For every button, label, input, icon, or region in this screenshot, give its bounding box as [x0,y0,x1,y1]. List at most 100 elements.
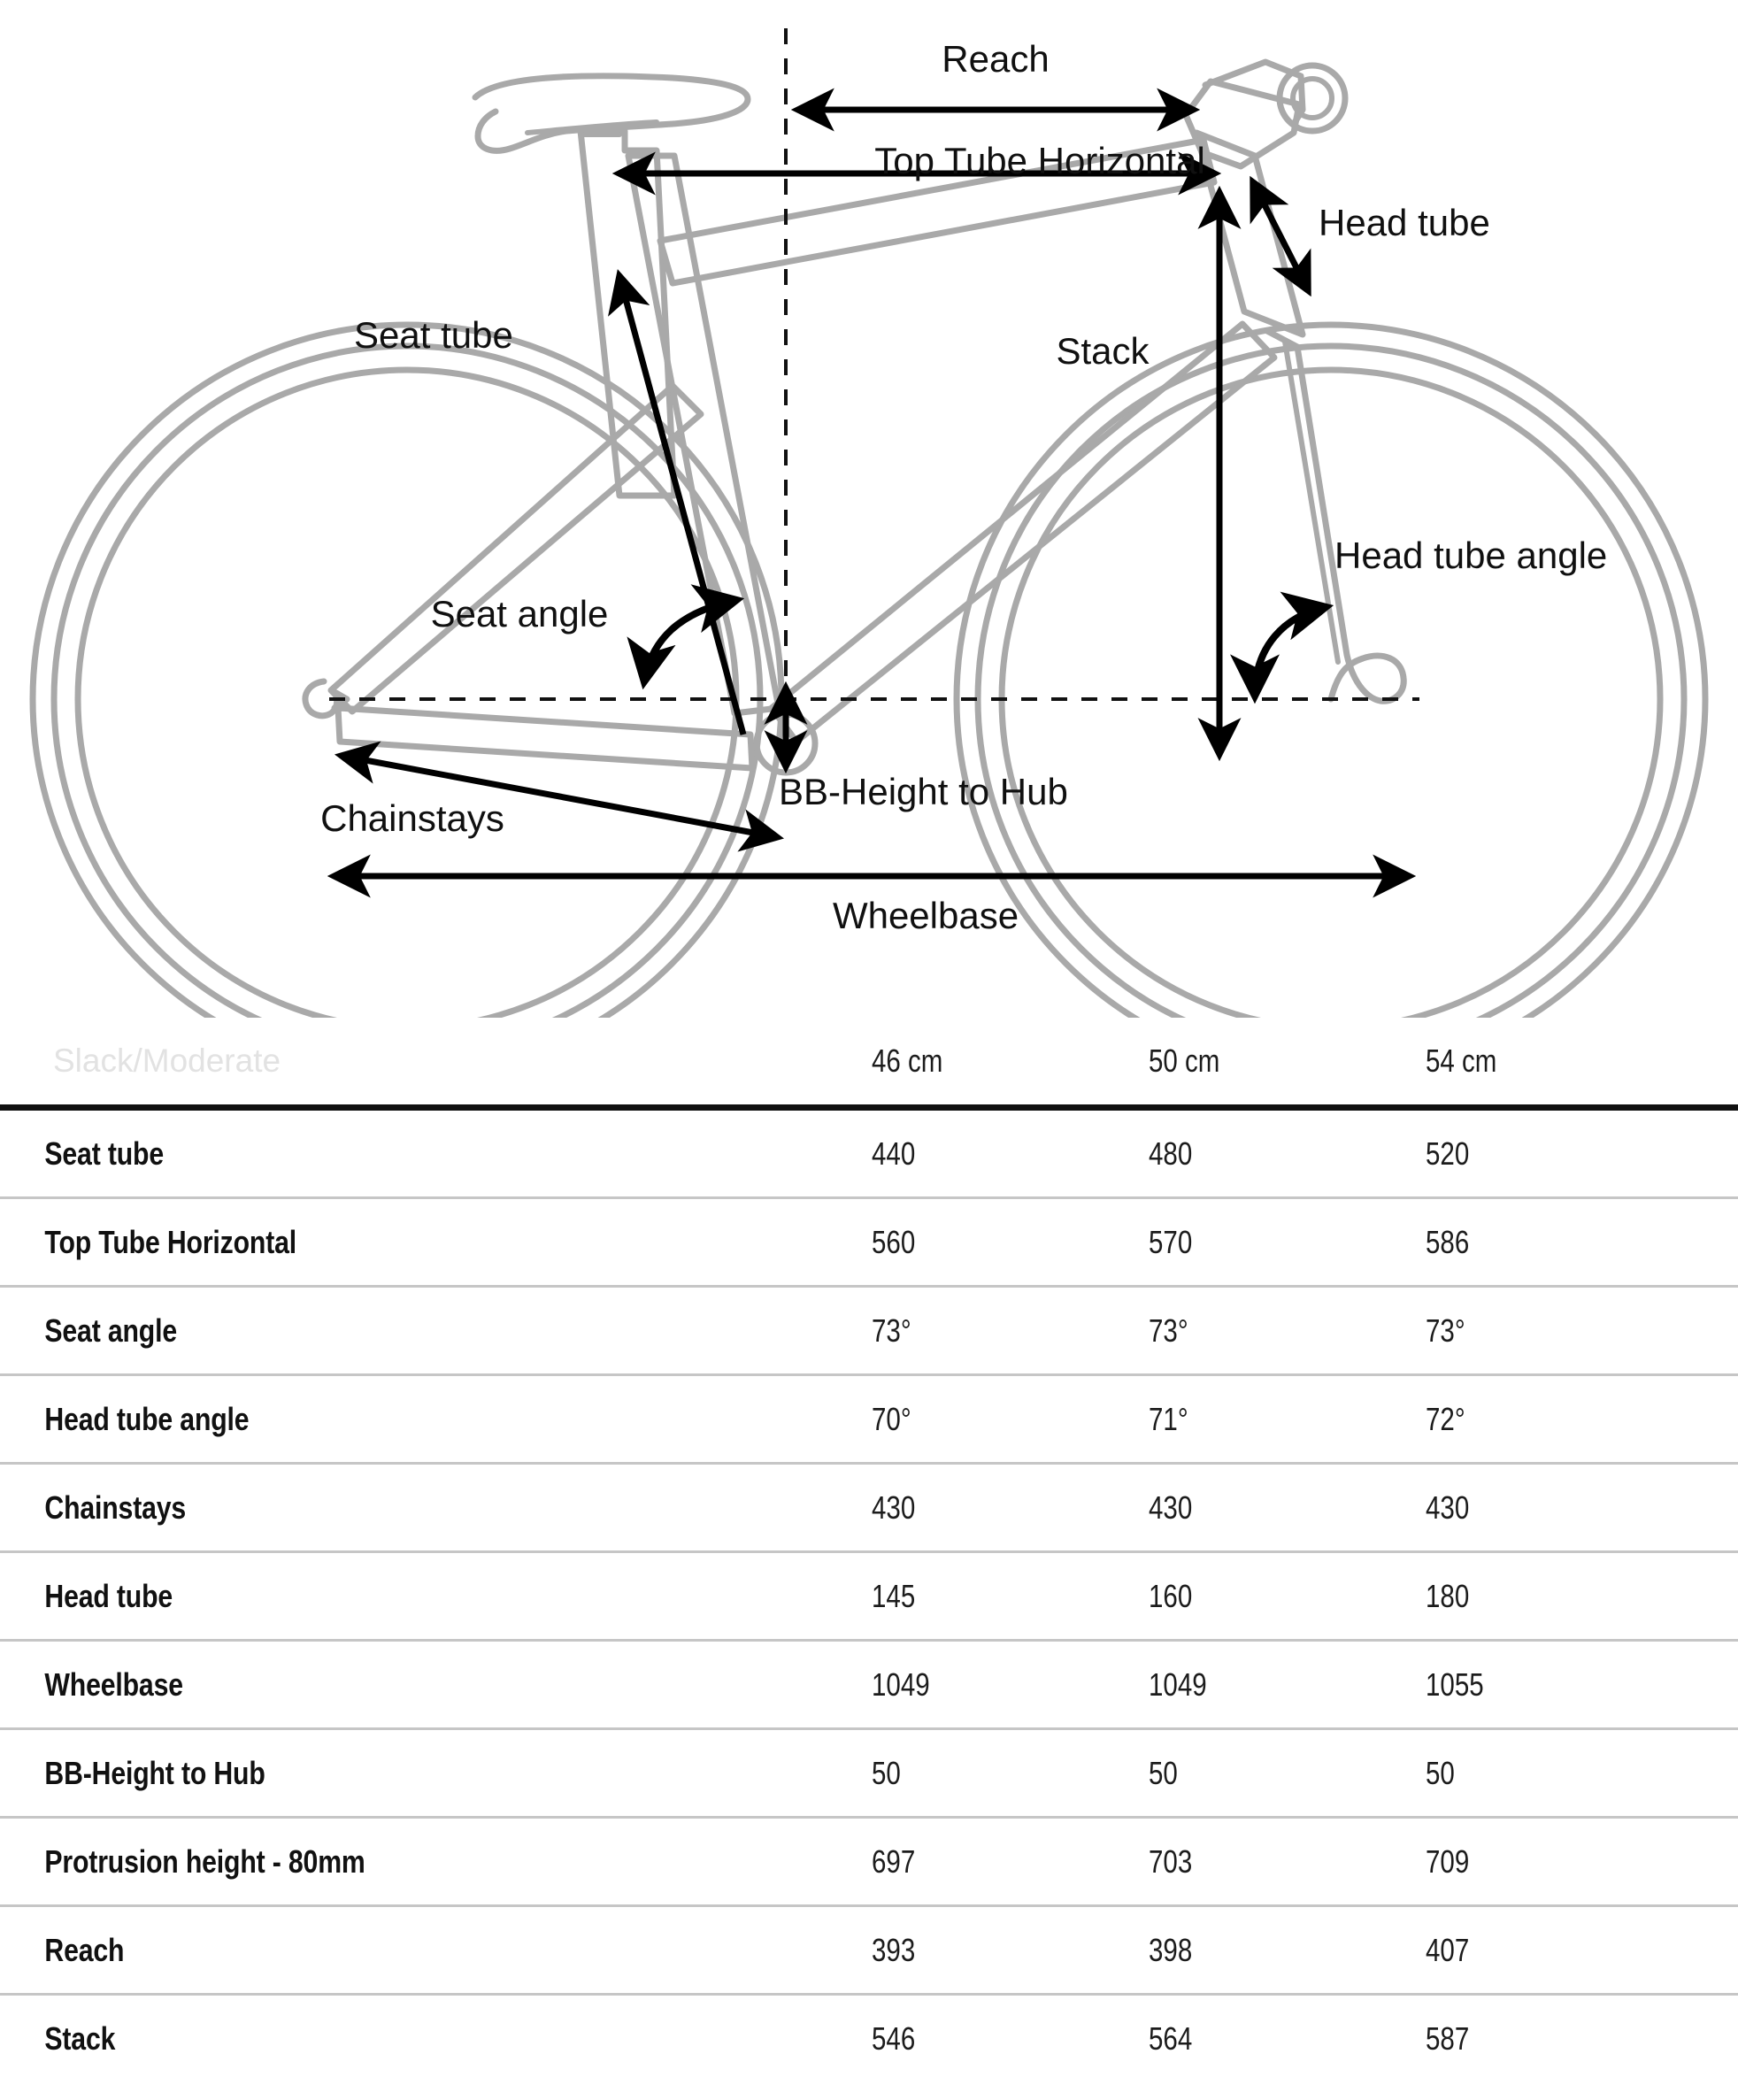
head-tube-label: Head tube [1319,202,1490,243]
row-label: Chainstays [44,1488,187,1526]
row-value-cell: 709 [1426,1818,1703,1906]
row-value-cell: 398 [1149,1906,1426,1995]
seat-tube-label: Seat tube [354,314,513,356]
seat-tube-dimension: Seat tube [354,269,747,735]
row-label: Wheelbase [44,1665,183,1703]
row-value: 587 [1426,2019,1470,2057]
row-value: 709 [1426,1842,1470,1880]
row-value: 546 [872,2019,916,2057]
row-value: 180 [1426,1577,1470,1614]
table-body: Seat tube 440 480 520 Top Tube Horizonta… [0,1107,1738,2082]
head-tube-angle-dimension: Head tube angle [1230,535,1607,704]
column-header-50: 50 cm [1149,1018,1426,1108]
row-value: 73° [1426,1312,1465,1349]
row-value: 703 [1149,1842,1193,1880]
row-value: 160 [1149,1577,1193,1614]
row-value-cell: 1055 [1426,1641,1703,1729]
row-spacer-cell [1703,1552,1738,1641]
row-value-cell: 73° [872,1287,1149,1375]
chainstays-label: Chainstays [320,797,504,839]
row-label: Reach [44,1931,125,1968]
saddle [472,73,751,154]
table-row: Protrusion height - 80mm 697 703 709 [0,1817,1738,1906]
row-label-cell: Wheelbase [0,1641,872,1729]
row-label: Seat angle [44,1312,177,1349]
row-spacer-cell [1703,1375,1738,1464]
row-value: 73° [1149,1312,1188,1349]
row-value: 560 [872,1223,916,1260]
row-label: BB-Height to Hub [44,1754,265,1791]
row-value-cell: 546 [872,1995,1149,2082]
head-tube-dimension: Head tube [1250,175,1490,297]
row-value: 430 [1149,1488,1193,1526]
row-value-cell: 72° [1426,1375,1703,1464]
reach-dimension: Reach [790,38,1201,132]
row-value-cell: 697 [872,1818,1149,1906]
row-value: 440 [872,1135,916,1172]
row-spacer-cell [1703,1818,1738,1906]
row-value-cell: 560 [872,1198,1149,1287]
row-label: Top Tube Horizontal [44,1223,297,1260]
row-value-cell: 703 [1149,1818,1426,1906]
row-label-cell: BB-Height to Hub [0,1729,872,1818]
row-label: Protrusion height - 80mm [44,1842,365,1880]
stack-label: Stack [1056,330,1150,372]
row-value: 430 [872,1488,916,1526]
row-spacer-cell [1703,1287,1738,1375]
row-label-cell: Head tube angle [0,1375,872,1464]
stack-dimension: Stack [1056,185,1242,762]
row-value-cell: 393 [872,1906,1149,1995]
column-header-label-50: 50 cm [1149,1042,1220,1079]
table-title: Slack/Moderate [53,1042,281,1079]
row-value-cell: 1049 [872,1641,1149,1729]
row-value-cell: 587 [1426,1995,1703,2082]
row-value-cell: 50 [1426,1729,1703,1818]
row-value-cell: 73° [1426,1287,1703,1375]
row-label-cell: Seat angle [0,1287,872,1375]
fork [1264,327,1407,704]
row-value-cell: 73° [1149,1287,1426,1375]
row-spacer-cell [1703,1906,1738,1995]
column-header-label-54: 54 cm [1426,1042,1497,1079]
row-label-cell: Chainstays [0,1464,872,1552]
row-value: 393 [872,1931,916,1968]
column-header-46: 46 cm [872,1018,1149,1108]
row-value: 586 [1426,1223,1470,1260]
bike-geometry-diagram: Reach Top Tube Horizontal Head tube Stac… [0,0,1738,1018]
seat-post [577,127,678,499]
seatstay [327,382,704,715]
row-value: 570 [1149,1223,1193,1260]
top-tube-horizontal-dimension: Top Tube Horizontal [611,140,1222,196]
row-value-cell: 71° [1149,1375,1426,1464]
row-value-cell: 480 [1149,1108,1426,1198]
row-value-cell: 160 [1149,1552,1426,1641]
row-label: Head tube angle [44,1400,250,1437]
row-value-cell: 145 [872,1552,1149,1641]
row-value: 70° [872,1400,911,1437]
row-spacer-cell [1703,1641,1738,1729]
row-label-cell: Seat tube [0,1108,872,1198]
row-value-cell: 50 [1149,1729,1426,1818]
row-value-cell: 586 [1426,1198,1703,1287]
seat-angle-label: Seat angle [431,593,609,635]
table-row: Top Tube Horizontal 560 570 586 [0,1197,1738,1287]
row-label: Seat tube [44,1135,165,1172]
table-row: Wheelbase 1049 1049 1055 [0,1640,1738,1729]
row-value: 520 [1426,1135,1470,1172]
row-label-cell: Top Tube Horizontal [0,1198,872,1287]
row-value-cell: 407 [1426,1906,1703,1995]
bb-height-to-hub-label: BB-Height to Hub [779,771,1068,812]
front-wheel [953,321,1709,1018]
row-value-cell: 570 [1149,1198,1426,1287]
top-tube-horizontal-label: Top Tube Horizontal [874,140,1205,181]
row-label-cell: Reach [0,1906,872,1995]
row-value: 407 [1426,1931,1470,1968]
row-value: 73° [872,1312,911,1349]
row-value-cell: 440 [872,1108,1149,1198]
bb-height-to-hub-dimension: BB-Height to Hub [764,681,1068,812]
table-row: Stack 546 564 587 [0,1994,1738,2082]
row-label-cell: Stack [0,1995,872,2082]
row-value: 50 [1426,1754,1455,1791]
table-row: Seat tube 440 480 520 [0,1107,1738,1198]
